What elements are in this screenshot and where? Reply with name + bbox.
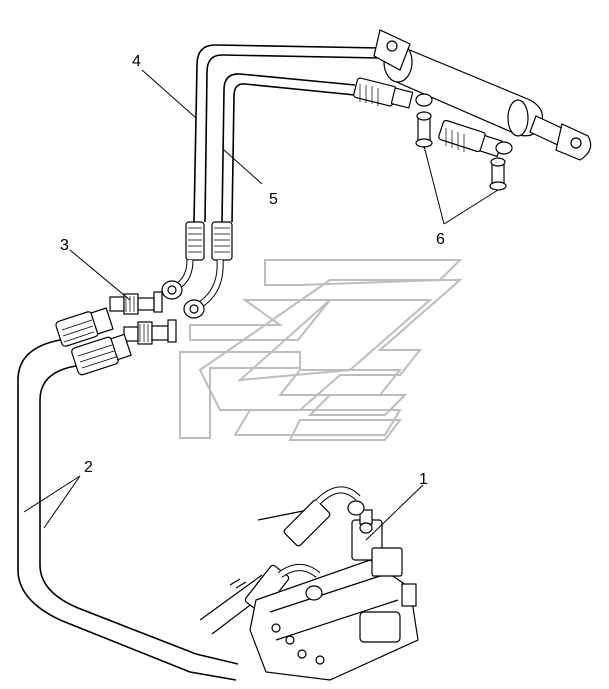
hose-4 — [193, 44, 381, 223]
cylinder-hose-ends — [353, 77, 513, 158]
adapter-fittings-3 — [109, 291, 177, 345]
control-valve — [229, 500, 419, 681]
hose-ends-4-5 — [161, 221, 233, 319]
callout-6: 6 — [436, 231, 445, 248]
callout-5: 5 — [269, 191, 278, 208]
hose-2 — [17, 339, 239, 681]
elbow-fittings-6 — [415, 111, 507, 191]
callout-1: 1 — [419, 471, 428, 488]
hose-5 — [221, 73, 356, 223]
hydraulic-cylinder — [373, 29, 592, 161]
leader-lines — [23, 69, 499, 541]
watermark-logo — [179, 259, 463, 441]
callout-4: 4 — [132, 53, 141, 70]
quick-couplers — [55, 307, 132, 376]
callout-3: 3 — [60, 237, 69, 254]
callout-2: 2 — [84, 459, 93, 476]
